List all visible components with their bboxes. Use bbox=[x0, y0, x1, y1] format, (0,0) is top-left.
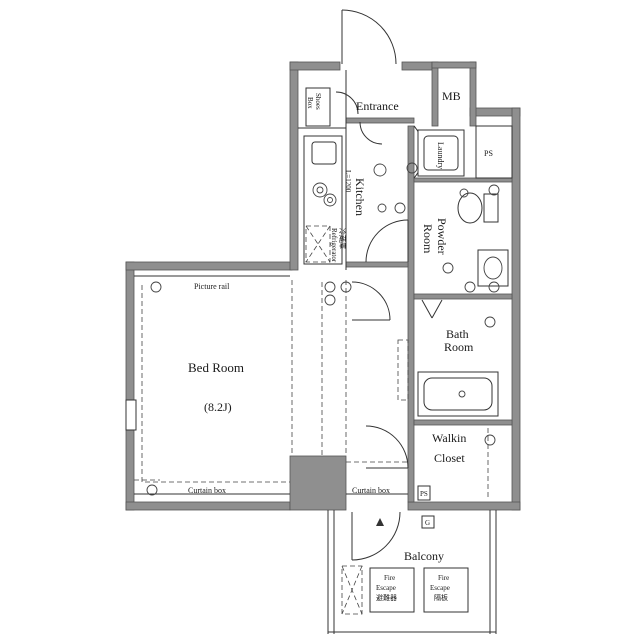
toilet-tank bbox=[483, 193, 499, 223]
toilet-bowl bbox=[457, 192, 483, 224]
bathtub-inner bbox=[423, 377, 493, 411]
refrigerator-label: Refrigerator bbox=[330, 228, 338, 263]
wall-bottom-right bbox=[407, 501, 521, 511]
wall-top-mid bbox=[401, 61, 433, 71]
fire-escape-2-box bbox=[423, 567, 469, 613]
wall-right bbox=[511, 107, 521, 511]
curtain-box-right-label: Curtain box bbox=[352, 486, 390, 495]
walkin-label: Walkin bbox=[432, 431, 466, 445]
doors bbox=[335, 9, 443, 561]
laundry-inner bbox=[423, 135, 459, 171]
wall-bedroom-left bbox=[125, 261, 135, 511]
fire-escape-1-line3: 避難器 bbox=[376, 593, 397, 602]
wall-kitchen-bottom bbox=[345, 261, 409, 268]
wall-entrance-bottom bbox=[345, 117, 415, 124]
entrance-label: Entrance bbox=[356, 99, 399, 113]
wall-interior-right bbox=[407, 125, 415, 503]
ps-small-label: PS bbox=[420, 490, 428, 498]
wall-top-left bbox=[289, 61, 341, 71]
wall-bedroom-top bbox=[125, 261, 293, 271]
shoes-rack bbox=[397, 339, 409, 401]
box-label: Box bbox=[306, 97, 314, 109]
balcony-storage bbox=[341, 565, 363, 615]
wall-mb-top bbox=[431, 61, 477, 69]
bed-room-size: (8.2J) bbox=[204, 400, 232, 414]
wall-upper-left bbox=[289, 61, 299, 271]
laundry-label: Laundry bbox=[436, 142, 445, 169]
walls bbox=[125, 61, 521, 511]
shoes-label: Shoes bbox=[314, 93, 322, 110]
fire-escape-2-line3: 隔板 bbox=[434, 593, 448, 602]
fire-escape-1-line1: Fire bbox=[384, 574, 395, 582]
dashed-lines bbox=[134, 280, 408, 483]
wall-powder-top bbox=[413, 177, 513, 183]
picture-rail-label: Picture rail bbox=[194, 282, 230, 291]
wall-mb-right bbox=[469, 61, 477, 127]
fire-escape-2-line2: Escape bbox=[430, 584, 450, 592]
window-left bbox=[125, 399, 137, 431]
gas-meter bbox=[421, 515, 435, 529]
fire-escape-1-line2: Escape bbox=[376, 584, 396, 592]
room-label: Room bbox=[421, 224, 435, 254]
refrigerator-space bbox=[305, 225, 331, 263]
labels: Entrance MB PS Shoes Box Laundry Kitchen… bbox=[188, 89, 493, 602]
bed-room-label: Bed Room bbox=[188, 360, 244, 375]
ps-shaft bbox=[475, 125, 513, 179]
ps-label: PS bbox=[484, 149, 493, 158]
gas-label: G bbox=[425, 519, 430, 527]
kitchen-sink bbox=[311, 141, 337, 165]
ps-small-box bbox=[417, 485, 431, 501]
shoes-box bbox=[305, 87, 331, 127]
kitchen-label: Kitchen bbox=[353, 178, 367, 216]
kitchen-dim-label: L=1200 bbox=[344, 170, 352, 193]
entry-arrow bbox=[376, 518, 384, 526]
bath-room-label: Room bbox=[444, 340, 474, 354]
closet-label: Closet bbox=[434, 451, 465, 465]
fire-escape-2-line1: Fire bbox=[438, 574, 449, 582]
wall-closet-top bbox=[413, 419, 513, 426]
electrical-symbols bbox=[146, 162, 500, 496]
balcony-area bbox=[327, 485, 497, 634]
central-column bbox=[289, 455, 347, 511]
wall-bath-top bbox=[413, 293, 513, 300]
fire-escape-1-box bbox=[369, 567, 415, 613]
curtain-box-left-label: Curtain box bbox=[188, 486, 226, 495]
balcony-label: Balcony bbox=[404, 549, 444, 563]
refrigerator-jp-label: 冷蔵庫 bbox=[338, 228, 347, 249]
mb-label: MB bbox=[442, 89, 461, 103]
fixtures bbox=[303, 87, 509, 498]
bath-label: Bath bbox=[446, 327, 469, 341]
interior-lines bbox=[125, 70, 513, 495]
wall-bedroom-bottom bbox=[125, 501, 291, 511]
vanity bbox=[477, 249, 509, 287]
powder-label: Powder bbox=[435, 218, 449, 255]
wall-mb-left bbox=[431, 61, 439, 127]
